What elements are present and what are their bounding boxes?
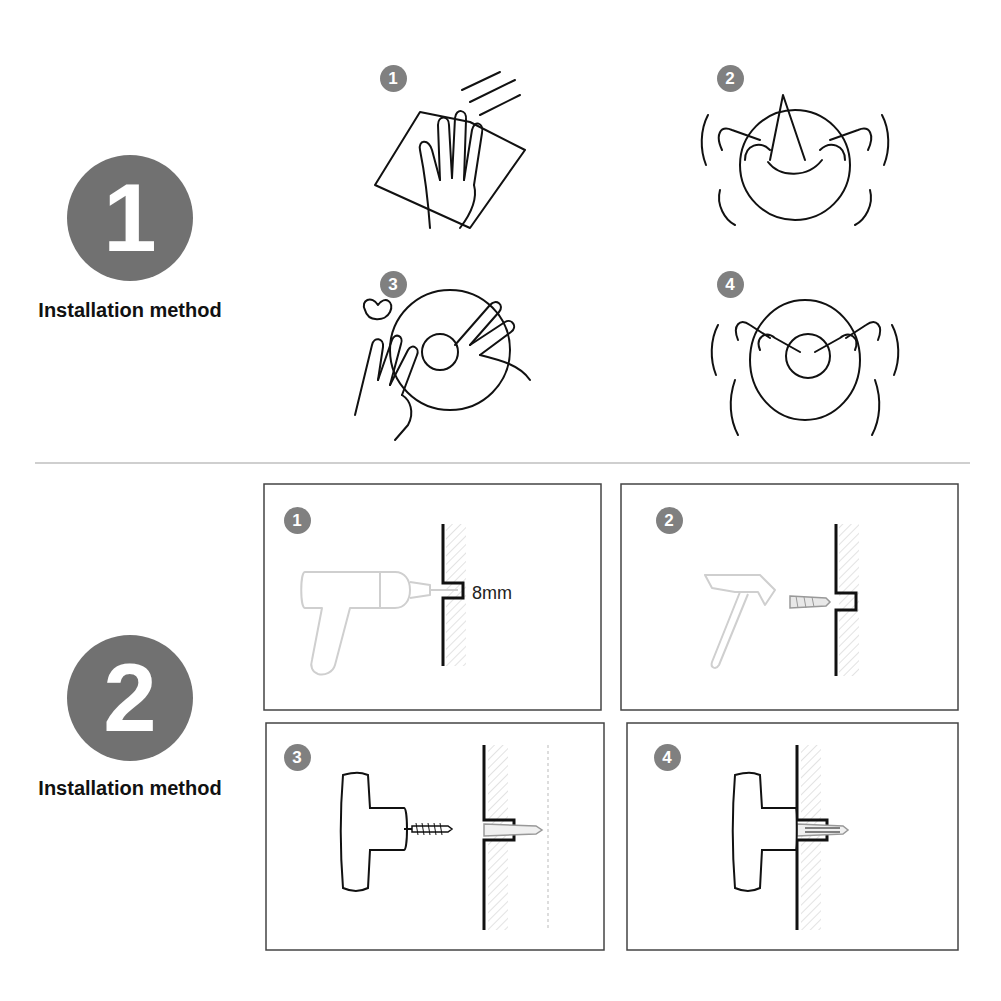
step-number-circle: 2Installation method bbox=[67, 635, 193, 761]
finish-drawing bbox=[712, 300, 899, 435]
section-heading: Installation method bbox=[38, 299, 221, 321]
callout-number: 2 bbox=[656, 507, 683, 534]
step-number: 2 bbox=[664, 512, 673, 529]
step-panel bbox=[264, 484, 958, 950]
wipe-drawing bbox=[375, 72, 525, 228]
step-number: 4 bbox=[725, 276, 734, 293]
step-number-circle: 1Installation method bbox=[67, 155, 193, 281]
callout-number: 4 bbox=[717, 271, 744, 298]
dimension-label: 8mm bbox=[472, 584, 512, 604]
callout-number: 4 bbox=[654, 744, 681, 771]
drill-drawing bbox=[301, 524, 466, 675]
press-drawing bbox=[355, 290, 530, 440]
knob-installed-drawing bbox=[733, 745, 848, 930]
callout-number: 2 bbox=[717, 65, 744, 92]
step-number: 3 bbox=[388, 276, 397, 293]
callout-number: 3 bbox=[284, 744, 311, 771]
screw-drawing bbox=[341, 745, 548, 930]
step-number: 3 bbox=[292, 749, 301, 766]
step-number: 2 bbox=[103, 650, 156, 746]
step-number: 2 bbox=[725, 70, 734, 87]
section-heading: Installation method bbox=[38, 777, 221, 799]
separator-line bbox=[35, 462, 970, 464]
step-number: 1 bbox=[292, 512, 301, 529]
step-number: 1 bbox=[103, 170, 156, 266]
step-number: 4 bbox=[662, 749, 671, 766]
step-number: 1 bbox=[388, 70, 397, 87]
hammer-drawing bbox=[705, 524, 859, 676]
callout-number: 1 bbox=[284, 507, 311, 534]
callout-number: 3 bbox=[380, 271, 407, 298]
callout-number: 1 bbox=[380, 65, 407, 92]
peel-drawing bbox=[702, 95, 889, 225]
